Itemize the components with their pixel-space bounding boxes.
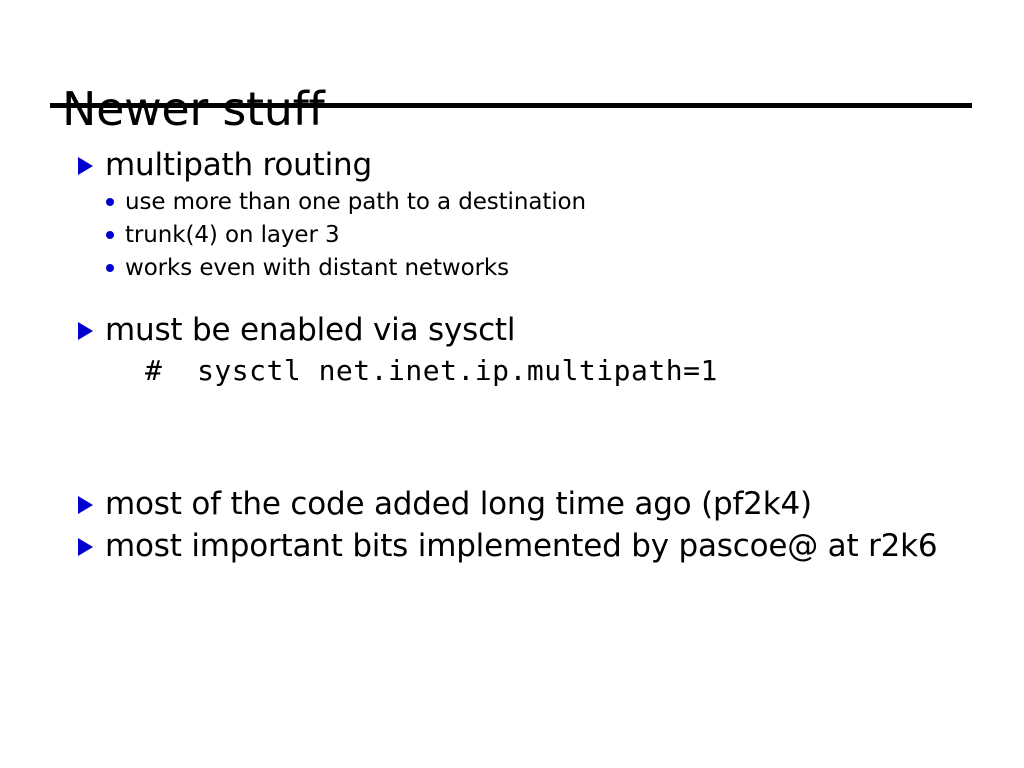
bullet-item-multipath-routing: multipath routing	[0, 144, 1024, 186]
bullet-label: most of the code added long time ago (pf…	[105, 486, 812, 522]
bullet-label: most important bits implemented by pasco…	[105, 528, 938, 564]
dot-bullet-icon	[106, 264, 114, 272]
sub-bullet-item-distant-networks: works even with distant networks	[0, 252, 1024, 285]
large-section-spacer	[0, 391, 1024, 483]
slide-body: multipath routing use more than one path…	[0, 144, 1024, 567]
section-important-bits-pascoe: most important bits implemented by pasco…	[0, 525, 1024, 567]
dot-bullet-icon	[106, 198, 114, 206]
sub-bullet-item-use-more-than-one-path: use more than one path to a destination	[0, 186, 1024, 219]
section-code-added-long-ago: most of the code added long time ago (pf…	[0, 483, 1024, 525]
sub-bullet-label: works even with distant networks	[125, 255, 510, 281]
page-title: Newer stuff	[62, 81, 325, 136]
triangle-bullet-icon	[78, 496, 93, 514]
sysctl-command-line: # sysctl net.inet.ip.multipath=1	[145, 354, 718, 387]
section-spacer	[0, 285, 1024, 309]
bullet-label: must be enabled via sysctl	[105, 312, 516, 348]
bullet-item-most-important-bits: most important bits implemented by pasco…	[0, 525, 1024, 567]
dot-bullet-icon	[106, 231, 114, 239]
bullet-label: multipath routing	[105, 147, 372, 183]
triangle-bullet-icon	[78, 157, 93, 175]
title-underline-rule	[50, 103, 972, 108]
sub-bullet-label: trunk(4) on layer 3	[125, 222, 340, 248]
section-multipath-routing: multipath routing use more than one path…	[0, 144, 1024, 285]
section-enable-via-sysctl: must be enabled via sysctl # sysctl net.…	[0, 309, 1024, 391]
triangle-bullet-icon	[78, 322, 93, 340]
triangle-bullet-icon	[78, 538, 93, 556]
sub-bullet-item-trunk-layer3: trunk(4) on layer 3	[0, 219, 1024, 252]
bullet-item-most-of-the-code-added: most of the code added long time ago (pf…	[0, 483, 1024, 525]
bullet-item-must-be-enabled-via-sysctl: must be enabled via sysctl	[0, 309, 1024, 351]
sub-bullet-label: use more than one path to a destination	[125, 189, 586, 215]
